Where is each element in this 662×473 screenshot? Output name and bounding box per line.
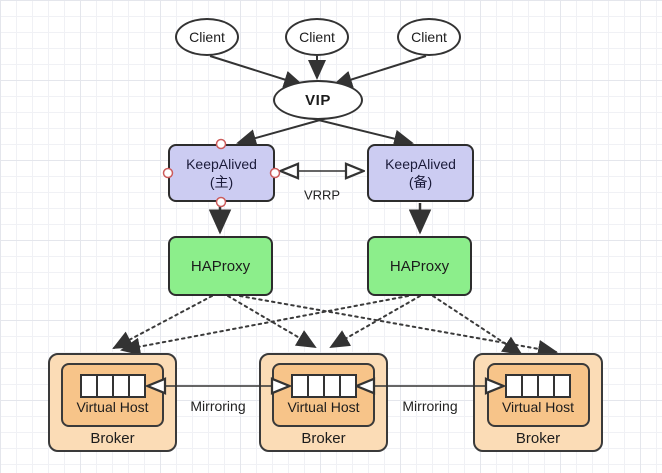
client-node-3[interactable]: Client (397, 18, 461, 56)
queue-cell (523, 376, 539, 396)
queue-cell (82, 376, 98, 396)
haproxy-left-node[interactable]: HAProxy (168, 236, 273, 296)
queue-cell (555, 376, 569, 396)
keepalived-backup-line1: KeepAlived (385, 155, 456, 172)
queue-icon (79, 374, 146, 398)
mirroring-edge-label-right: Mirroring (402, 398, 458, 414)
client-node-2[interactable]: Client (285, 18, 349, 56)
client-node-1[interactable]: Client (175, 18, 239, 56)
broker-label: Broker (301, 430, 346, 447)
queue-cell (114, 376, 130, 396)
edge-haproxy-left-broker3[interactable] (239, 295, 558, 358)
keepalived-master-line1: KeepAlived (186, 155, 257, 172)
broker-label: Broker (515, 430, 561, 447)
edge-client3-vip[interactable] (332, 55, 427, 89)
broker-label: Broker (90, 430, 135, 447)
virtual-host-label: Virtual Host (501, 399, 575, 415)
queue-cell (98, 376, 114, 396)
haproxy-right-node[interactable]: HAProxy (367, 236, 472, 296)
vrrp-edge-label: VRRP (303, 187, 341, 203)
edge-client1-vip[interactable] (209, 55, 304, 89)
vip-node[interactable]: VIP (273, 80, 363, 120)
haproxy-right-label: HAProxy (389, 257, 450, 275)
vip-label: VIP (305, 91, 331, 109)
virtual-host-label: Virtual Host (287, 399, 360, 415)
queue-icon (290, 374, 357, 398)
virtual-host-label: Virtual Host (76, 399, 149, 415)
broker-node-2[interactable]: Virtual Host Broker (259, 353, 388, 452)
keepalived-master-node[interactable]: KeepAlived (主) (168, 144, 275, 202)
queue-cell (539, 376, 555, 396)
queue-cell (309, 376, 325, 396)
edge-haproxy-right-broker3[interactable] (432, 295, 523, 356)
client-label: Client (411, 29, 447, 45)
edge-haproxy-left-broker1[interactable] (112, 295, 213, 349)
client-label: Client (189, 29, 225, 45)
edge-haproxy-right-broker1[interactable] (120, 295, 409, 356)
queue-cell (293, 376, 309, 396)
keepalived-master-line2: (主) (209, 174, 234, 190)
keepalived-backup-node[interactable]: KeepAlived (备) (367, 144, 474, 202)
keepalived-backup-line2: (备) (408, 174, 433, 190)
broker-node-1[interactable]: Virtual Host Broker (48, 353, 177, 452)
queue-cell (325, 376, 341, 396)
edge-haproxy-left-broker2[interactable] (227, 295, 317, 349)
queue-cell (341, 376, 355, 396)
queue-cell (507, 376, 523, 396)
virtual-host-box[interactable]: Virtual Host (61, 363, 164, 427)
haproxy-left-label: HAProxy (190, 257, 251, 275)
client-label: Client (299, 29, 335, 45)
virtual-host-box[interactable]: Virtual Host (486, 363, 590, 427)
queue-cell (130, 376, 144, 396)
broker-node-3[interactable]: Virtual Host Broker (473, 353, 603, 452)
virtual-host-box[interactable]: Virtual Host (272, 363, 375, 427)
queue-icon (505, 374, 571, 398)
edge-haproxy-right-broker2[interactable] (329, 295, 421, 348)
mirroring-edge-label-left: Mirroring (190, 398, 246, 414)
